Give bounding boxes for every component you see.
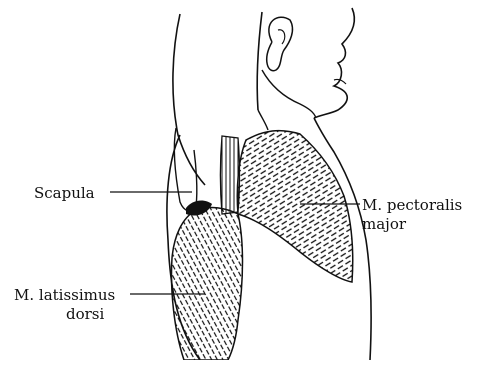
label-scapula: Scapula — [34, 185, 95, 201]
label-pectoralis-line2: major — [362, 216, 406, 232]
mouth — [334, 79, 346, 84]
ear-inner — [278, 30, 285, 44]
face-profile — [314, 8, 354, 118]
arm-outline — [173, 14, 205, 185]
latissimus-tendon — [221, 136, 240, 214]
jaw-line — [262, 70, 316, 118]
neck-back — [258, 110, 268, 130]
label-latissimus-line1: M. latissimus — [14, 287, 115, 303]
arm-inner-outline — [257, 12, 262, 110]
latissimus-dorsi — [172, 207, 243, 360]
ear — [267, 17, 293, 70]
label-pectoralis-line1: M. pectoralis — [362, 197, 462, 213]
label-latissimus-line2: dorsi — [66, 306, 104, 322]
